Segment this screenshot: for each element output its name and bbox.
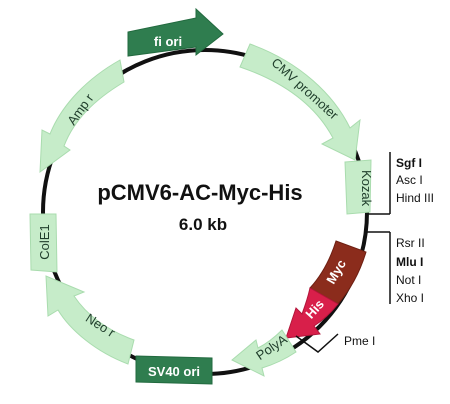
feature-neo-r: Neo r: [45, 275, 135, 365]
sv40-ori-label: SV40 ori: [148, 364, 200, 379]
feature-cmv-promoter: CMV promoter: [239, 43, 361, 161]
site-mlu-i: Mlu I: [396, 255, 423, 269]
site-not-i: Not I: [396, 273, 421, 287]
site-rsr-ii: Rsr II: [396, 236, 425, 250]
kozak-label: Kozak: [359, 170, 374, 207]
feature-his: His: [285, 287, 339, 339]
feature-myc: Myc: [309, 240, 367, 305]
site-sgf-i: Sgf I: [396, 156, 422, 170]
site-hind-iii: Hind III: [396, 191, 434, 205]
feature-fi-ori: fi ori: [127, 7, 224, 57]
plasmid-size: 6.0 kb: [179, 215, 227, 234]
site-bracket-2: [366, 231, 391, 304]
site-bracket-1: [368, 152, 391, 215]
cmv-promoter-label: CMV promoter: [269, 55, 342, 123]
site-asc-i: Asc I: [396, 173, 423, 187]
site-pme-pointer: [295, 333, 339, 353]
site-xho-i: Xho I: [396, 291, 424, 305]
fi-ori-label: fi ori: [154, 34, 182, 49]
feature-kozak: Kozak: [344, 159, 374, 215]
plasmid-name: pCMV6-AC-Myc-His: [97, 180, 302, 205]
feature-amp-r: Amp r: [39, 59, 125, 174]
site-pme-i: Pme I: [344, 334, 375, 348]
feature-cole1: ColE1: [29, 213, 58, 273]
cole1-label: ColE1: [37, 224, 52, 259]
feature-sv40-ori: SV40 ori: [135, 355, 213, 385]
